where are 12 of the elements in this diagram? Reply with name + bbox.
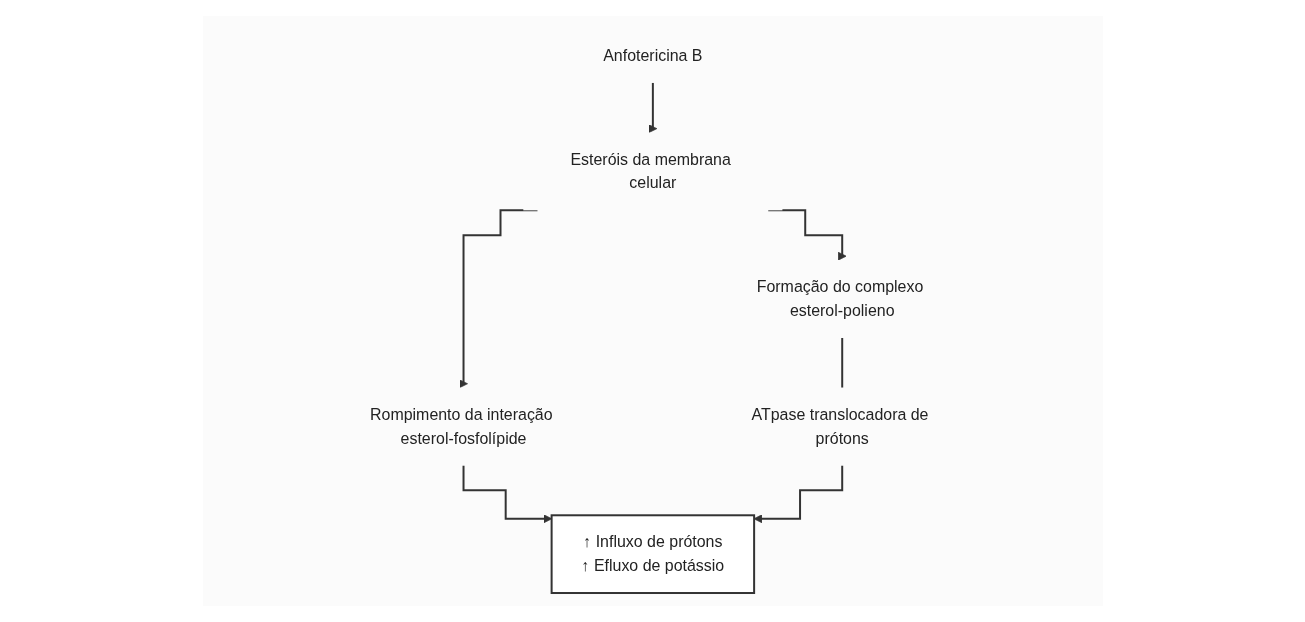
node-text: Esteróis da membrana celular xyxy=(570,150,731,192)
arrow xyxy=(753,464,843,524)
node-text: ATpase translocadora de prótons xyxy=(751,405,929,447)
node-text: Formação do complexo esterol-polieno xyxy=(756,278,923,319)
connector xyxy=(840,336,843,389)
arrow xyxy=(766,209,847,261)
node-box: ↑ Influxo de prótons ↑ Efluxo de potássio xyxy=(550,514,755,594)
node-text: Rompimento da interação esterol-fosfolípide xyxy=(369,405,553,447)
arrow xyxy=(458,209,539,389)
arrow xyxy=(462,464,552,524)
arrow xyxy=(648,81,657,133)
node-text: Anfotericina B xyxy=(602,46,703,64)
